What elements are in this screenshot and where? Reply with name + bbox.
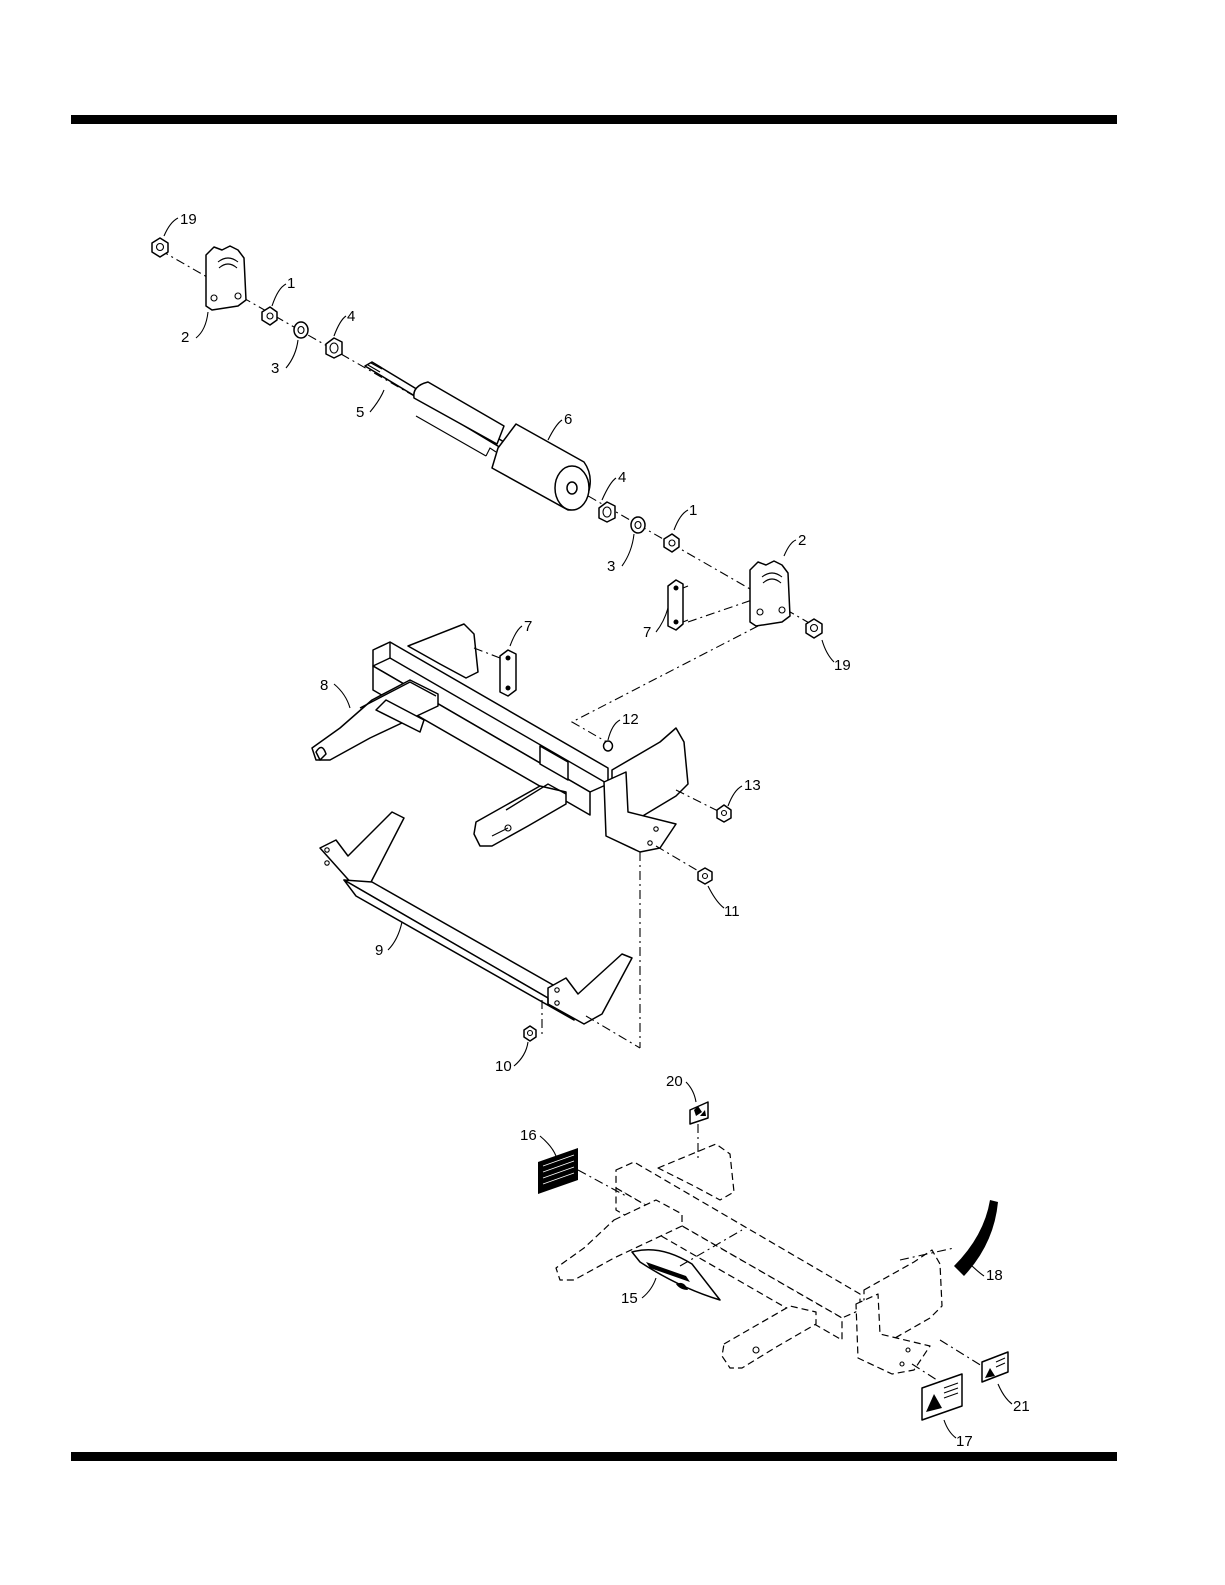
bushing-4-left: [326, 338, 342, 358]
callout-9: 9: [375, 942, 383, 959]
decal-16: [538, 1148, 626, 1196]
callout-4-left: 4: [347, 308, 355, 325]
callout-1-left: 1: [287, 275, 295, 292]
nut-13: [676, 790, 731, 822]
callout-3-left: 3: [271, 360, 279, 377]
roller-drum-6: [414, 382, 590, 510]
callout-19-right: 19: [834, 657, 851, 674]
callout-20: 20: [666, 1073, 683, 1090]
roller-bracket-2-right: [750, 561, 790, 626]
callout-11: 11: [724, 903, 740, 920]
cross-member-9: [320, 812, 632, 1024]
link-strap-7-frame: [474, 648, 516, 696]
callout-17: 17: [956, 1433, 973, 1450]
callout-10: 10: [495, 1058, 512, 1075]
phantom-frame-outline: [556, 1144, 942, 1374]
hex-nut-19-right: [806, 619, 822, 638]
nut-10: [524, 1026, 536, 1041]
callout-2-left: 2: [181, 329, 189, 346]
callout-3-right: 3: [607, 558, 615, 575]
washer-3-right: [631, 517, 645, 533]
link-strap-7-right: [668, 580, 688, 630]
washer-3-left: [294, 322, 308, 338]
callout-18: 18: [986, 1267, 1003, 1284]
callout-21: 21: [1013, 1398, 1030, 1415]
decal-17: [912, 1364, 962, 1420]
callout-12: 12: [622, 711, 639, 728]
callout-7-right: 7: [643, 624, 651, 641]
callout-5: 5: [356, 404, 364, 421]
callout-7-frame: 7: [524, 618, 532, 635]
lock-washer-12: [604, 741, 613, 751]
callout-8: 8: [320, 677, 328, 694]
bolt-11: [656, 846, 712, 884]
roller-bracket-2-left: [206, 246, 246, 310]
callout-1-right: 1: [689, 502, 697, 519]
callout-2-right: 2: [798, 532, 806, 549]
bracket-to-frame-leader: [572, 626, 758, 745]
bushing-4-right: [599, 502, 615, 522]
hex-nut-19-left: [152, 238, 168, 257]
callout-19-left: 19: [180, 211, 197, 228]
callout-15: 15: [621, 1290, 638, 1307]
callout-13: 13: [744, 777, 761, 794]
decal-21: [940, 1340, 1008, 1382]
callout-4-right: 4: [618, 469, 626, 486]
lock-nut-1-right: [664, 534, 679, 552]
callout-16: 16: [520, 1127, 537, 1144]
link-7-mount-line: [688, 600, 752, 622]
callout-6: 6: [564, 411, 572, 428]
